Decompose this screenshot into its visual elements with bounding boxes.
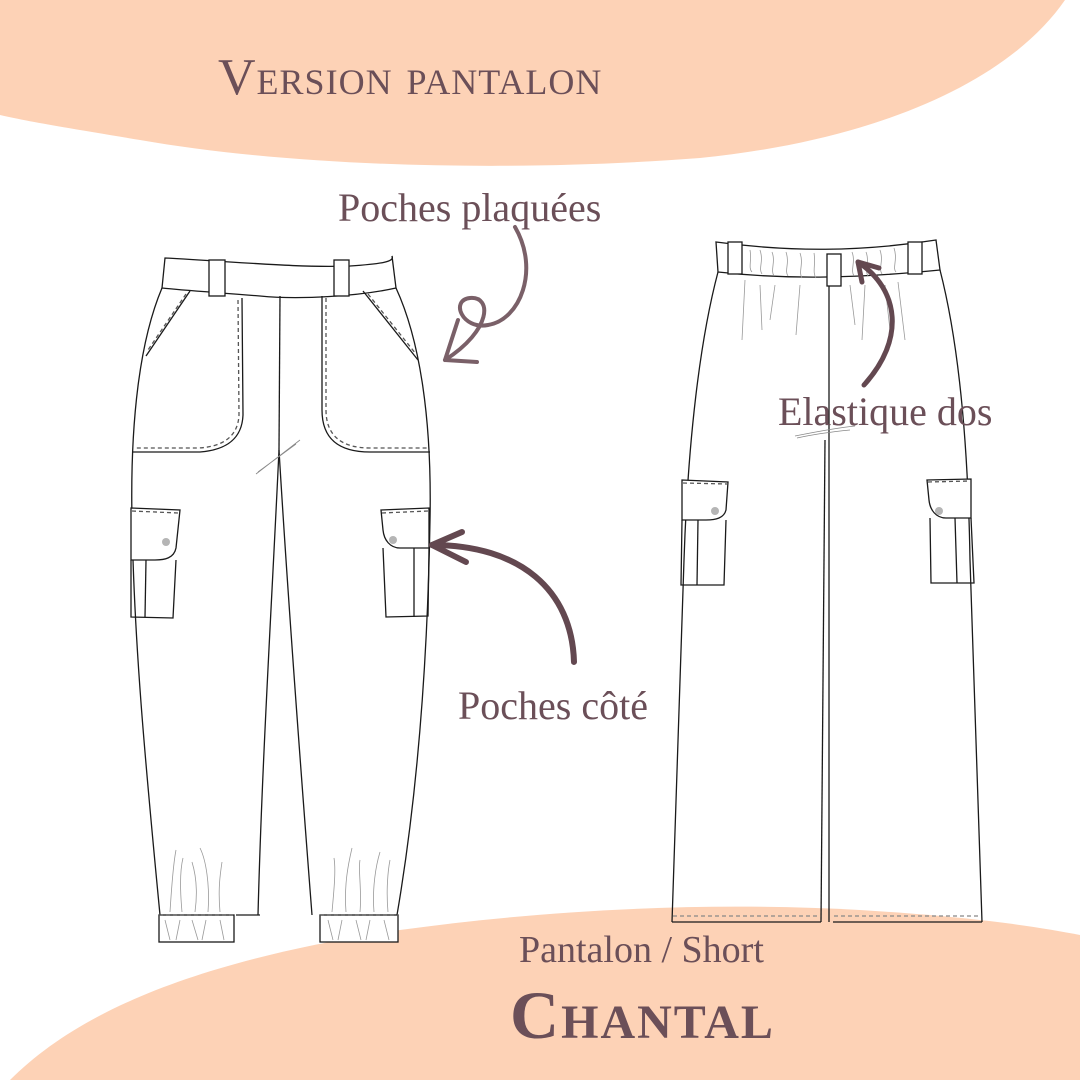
arrow-patch-pockets — [443, 225, 529, 364]
callout-side-pockets: Poches côté — [458, 683, 648, 728]
product-subtitle: Pantalon / Short — [519, 929, 764, 971]
arrow-side-pockets — [429, 529, 577, 665]
callout-patch-pockets: Poches plaquées — [338, 185, 602, 230]
top-peach-blob — [0, 0, 1065, 166]
page-title: Version pantalon — [218, 49, 603, 106]
callout-back-elastic: Elastique dos — [778, 389, 993, 434]
product-name: Chantal — [510, 977, 775, 1053]
arrow-elastic — [855, 259, 895, 388]
front-view-trousers — [130, 255, 431, 943]
bottom-peach-blob — [10, 906, 1080, 1080]
back-view-trousers — [671, 239, 983, 923]
